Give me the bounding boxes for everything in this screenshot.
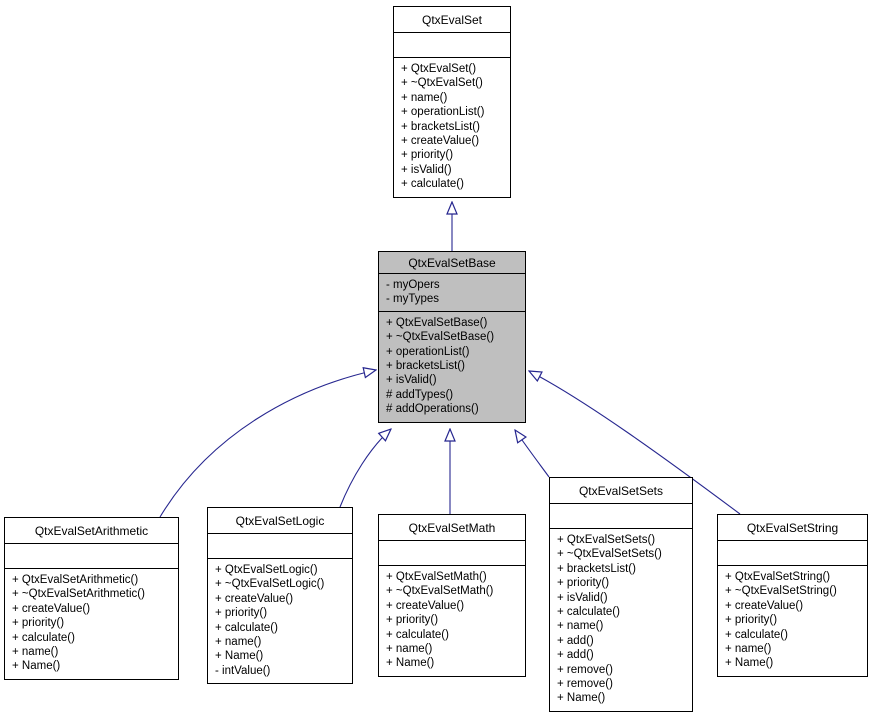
member-line: + isValid() [557, 591, 608, 604]
member-line: + QtxEvalSetMath() [386, 571, 487, 583]
member-line: + operationList() [386, 345, 470, 358]
member-line: + Name() [557, 692, 606, 705]
class-box-qtxevalsetmath[interactable]: QtxEvalSetMath + QtxEvalSetMath() + ~QtxE… [378, 514, 526, 677]
class-attributes [394, 33, 510, 58]
class-box-qtxevalsetstring[interactable]: QtxEvalSetString + QtxEvalSetString() + ~… [717, 514, 868, 677]
member-line: + name() [725, 643, 772, 656]
class-attributes [379, 541, 525, 566]
class-box-qtxevalsetsets[interactable]: QtxEvalSetSets + QtxEvalSetSets() + ~QtxE… [549, 477, 693, 712]
class-methods: + QtxEvalSetBase() + ~QtxEvalSetBase()+ o… [379, 311, 525, 422]
member-line: + name() [215, 636, 262, 649]
member-line: + Name() [725, 657, 774, 670]
class-methods: + QtxEvalSetSets() + ~QtxEvalSetSets()+ b… [550, 529, 692, 711]
member-line: # addTypes() [386, 388, 454, 401]
member-line: + priority() [557, 577, 610, 590]
member-line: - intValue() [215, 664, 271, 677]
member-line: + name() [12, 646, 59, 659]
class-attributes [208, 534, 352, 559]
member-line: + Name() [215, 650, 264, 663]
class-attributes [550, 504, 692, 529]
member-line: + add() [557, 649, 594, 662]
member-line: + QtxEvalSetArithmetic() [12, 574, 139, 586]
member-line: + remove() [557, 678, 613, 691]
member-line: + calculate() [12, 631, 75, 644]
member-line: + priority() [725, 614, 778, 627]
member-line: + createValue() [725, 599, 804, 612]
class-title: QtxEvalSetMath [379, 515, 525, 541]
member-line: + priority() [215, 607, 268, 620]
class-box-qtxevalsetlogic[interactable]: QtxEvalSetLogic + QtxEvalSetLogic() + ~Qt… [207, 507, 353, 685]
member-line: + QtxEvalSetString() [725, 571, 831, 583]
member-line: + isValid() [401, 163, 452, 176]
member-line: + QtxEvalSet() [401, 63, 477, 75]
member-line: + createValue() [215, 592, 294, 605]
class-box-qtxevalset[interactable]: QtxEvalSet + QtxEvalSet() + ~QtxEvalSet()… [393, 6, 511, 198]
member-line: + ~QtxEvalSet() [401, 77, 483, 90]
member-line: + name() [386, 643, 433, 656]
member-line: + QtxEvalSetBase() [386, 316, 488, 329]
member-line: + ~QtxEvalSetLogic() [215, 578, 325, 591]
class-methods: + QtxEvalSetArithmetic() + ~QtxEvalSetAri… [5, 569, 178, 679]
member-line: + Name() [12, 660, 61, 673]
member-line: + createValue() [12, 602, 91, 615]
member-line: + ~QtxEvalSetSets() [557, 548, 662, 561]
member-line: + name() [401, 91, 448, 104]
member-line: + priority() [12, 617, 65, 630]
class-methods: + QtxEvalSetMath()+ ~QtxEvalSetMath()+ c… [379, 566, 525, 676]
member-line: + calculate() [215, 621, 278, 634]
class-box-qtxevalsetbase[interactable]: QtxEvalSetBase - myOpers - myTypes + QtxE… [378, 251, 526, 423]
member-line: + createValue() [386, 599, 465, 612]
class-attributes [718, 541, 867, 566]
member-line: + calculate() [725, 628, 788, 641]
member-line: + ~QtxEvalSetArithmetic() [12, 588, 145, 601]
member-line: # addOperations() [386, 403, 479, 416]
class-title: QtxEvalSetArithmetic [5, 518, 178, 544]
class-methods: + QtxEvalSetString() + ~QtxEvalSetString(… [718, 566, 867, 676]
member-line: + createValue() [401, 135, 480, 148]
class-box-qtxevalsetarithmetic[interactable]: QtxEvalSetArithmetic + QtxEvalSetArithme… [4, 517, 179, 680]
member-line: + remove() [557, 663, 613, 676]
member-line: + QtxEvalSetSets() [557, 534, 656, 546]
arrow-sets-to-base [515, 430, 550, 478]
member-line: + QtxEvalSetLogic() [215, 564, 318, 576]
class-title: QtxEvalSetBase [379, 252, 525, 274]
class-methods: + QtxEvalSetLogic()+ ~QtxEvalSetLogic()+… [208, 559, 352, 684]
member-line: + ~QtxEvalSetBase() [386, 331, 495, 344]
member-line: + calculate() [557, 606, 620, 619]
member-line: + Name() [386, 657, 435, 670]
class-attributes [5, 544, 178, 569]
member-line: + operationList() [401, 106, 485, 119]
class-methods: + QtxEvalSet() + ~QtxEvalSet()+ name() + o… [394, 58, 510, 197]
member-line: - myOpers [386, 279, 440, 291]
member-line: + bracketsList() [386, 360, 465, 373]
member-line: + priority() [401, 149, 454, 162]
member-line: + priority() [386, 614, 439, 627]
member-line: + calculate() [386, 628, 449, 641]
arrow-arithmetic-to-base [159, 370, 376, 518]
member-line: + isValid() [386, 374, 437, 387]
class-title: QtxEvalSet [394, 7, 510, 33]
member-line: + add() [557, 634, 594, 647]
member-line: + name() [557, 620, 604, 633]
class-title: QtxEvalSetLogic [208, 508, 352, 534]
member-line: + calculate() [401, 178, 464, 191]
member-line: + bracketsList() [557, 562, 636, 575]
member-line: + ~QtxEvalSetMath() [386, 585, 494, 598]
class-attributes: - myOpers - myTypes [379, 274, 525, 312]
arrow-logic-to-base [339, 429, 391, 508]
member-line: + bracketsList() [401, 120, 480, 133]
member-line: - myTypes [386, 293, 440, 306]
class-title: QtxEvalSetString [718, 515, 867, 541]
member-line: + ~QtxEvalSetString() [725, 585, 837, 598]
class-title: QtxEvalSetSets [550, 478, 692, 504]
